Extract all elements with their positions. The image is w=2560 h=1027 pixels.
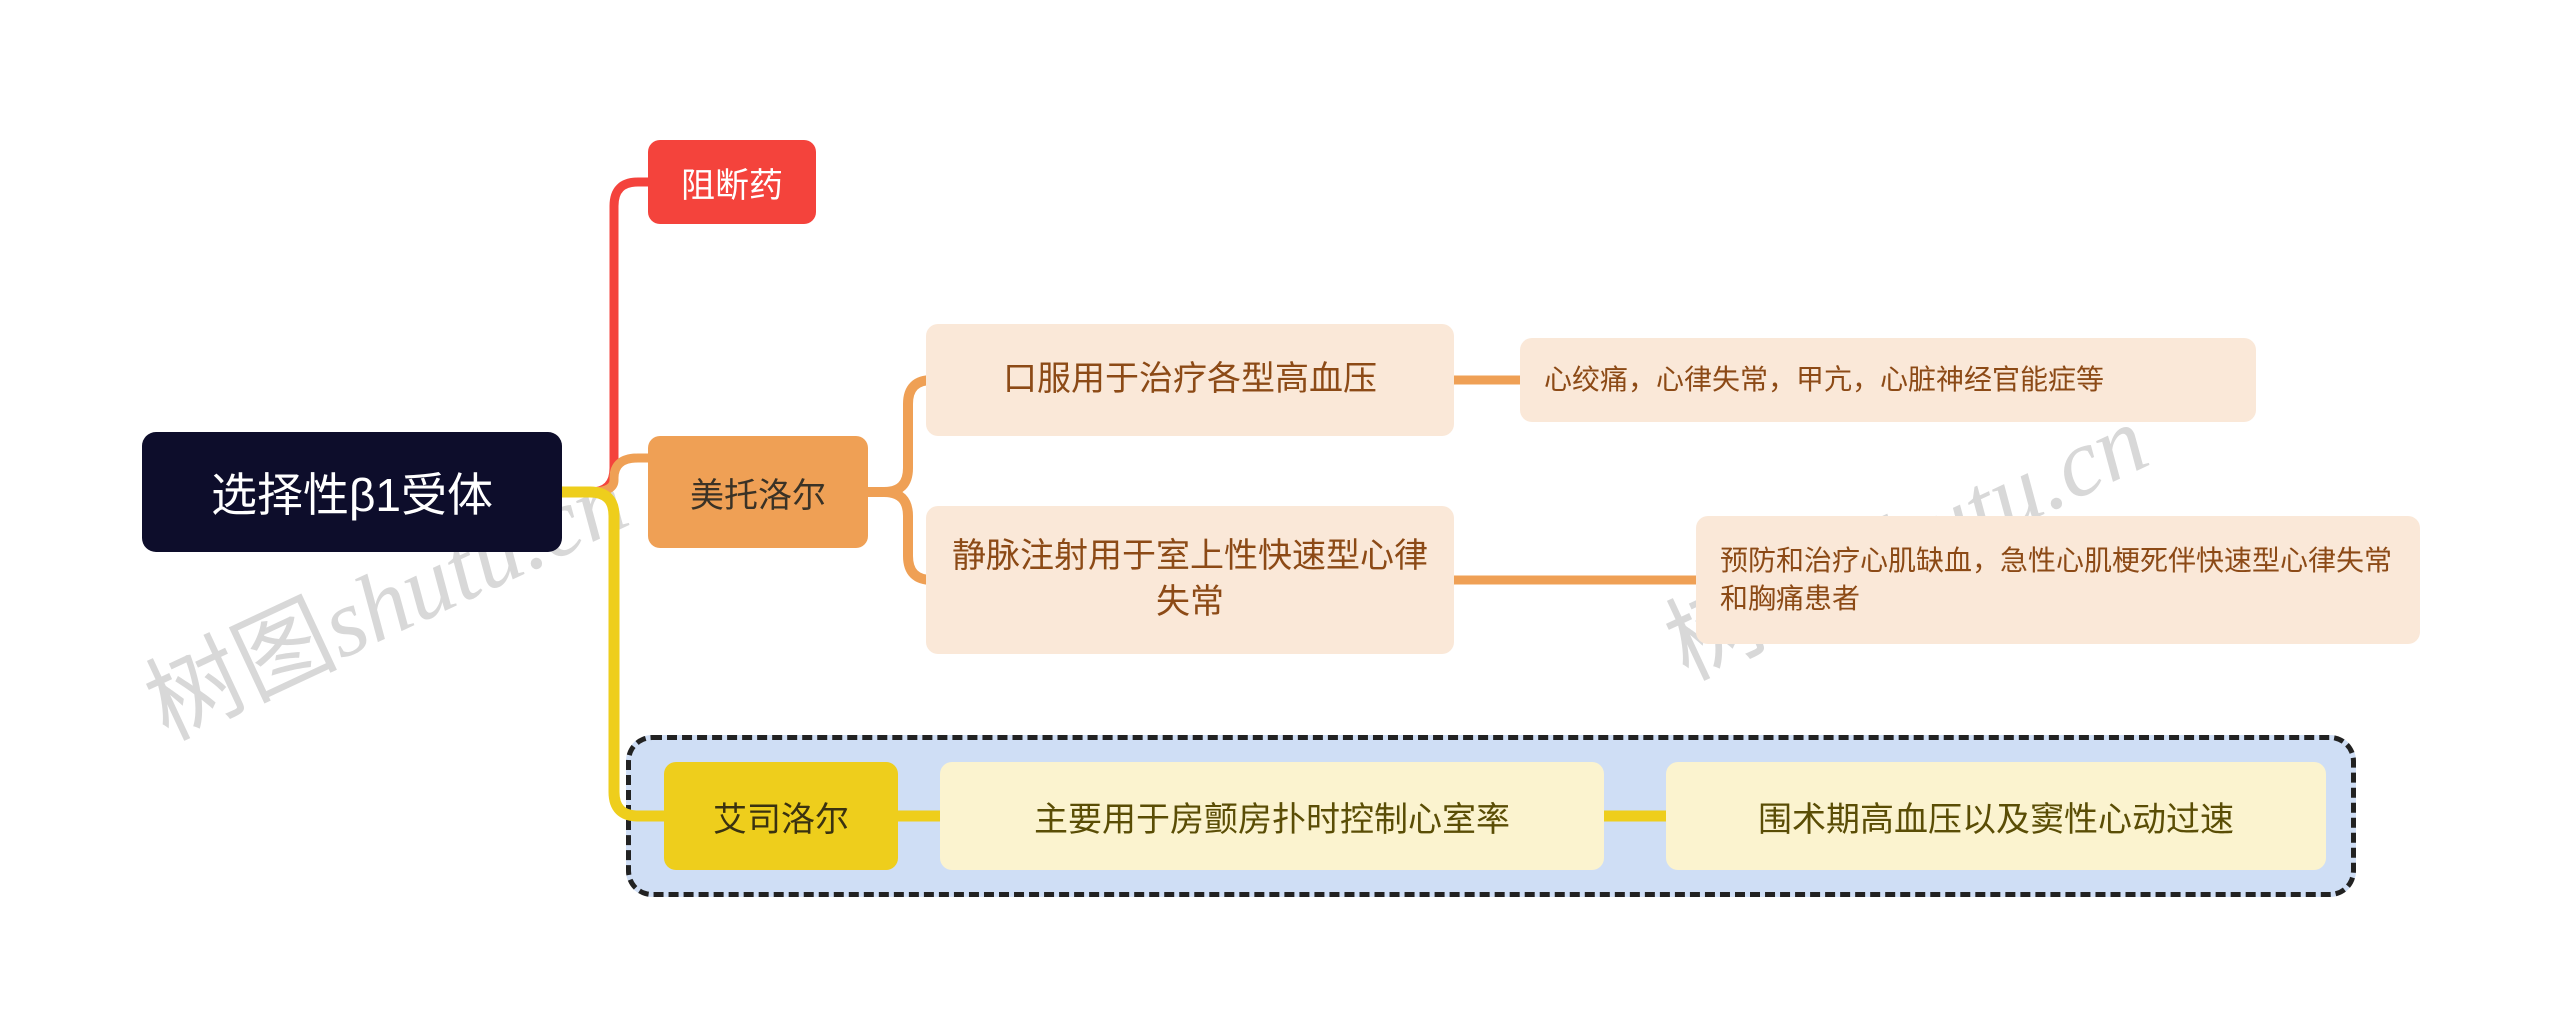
node-esmolol-use-label: 主要用于房颤房扑时控制心室率	[1034, 800, 1510, 839]
node-metoprolol-iv-detail-label: 预防和治疗心肌缺血，急性心肌梗死伴快速型心律失常和胸痛患者	[1720, 545, 2393, 614]
node-metoprolol-label: 美托洛尔	[690, 476, 826, 515]
node-metoprolol-iv-detail[interactable]: 预防和治疗心肌缺血，急性心肌梗死伴快速型心律失常和胸痛患者	[1696, 516, 2420, 644]
node-metoprolol-oral-detail-label: 心绞痛，心律失常，甲亢，心脏神经官能症等	[1544, 364, 2105, 396]
wire-root-to-blocker	[555, 177, 655, 497]
node-esmolol-label: 艾司洛尔	[713, 800, 849, 839]
watermark-cjk-text: 树图	[130, 581, 350, 760]
node-esmolol-use-detail-label: 围术期高血压以及窦性心动过速	[1758, 800, 2234, 839]
root-node-label: 选择性β1受体	[210, 469, 494, 521]
node-metoprolol-oral-detail[interactable]: 心绞痛，心律失常，甲亢，心脏神经官能症等	[1520, 338, 2256, 422]
node-blocker[interactable]: 阻断药	[648, 140, 816, 224]
node-metoprolol[interactable]: 美托洛尔	[648, 436, 868, 548]
node-blocker-label: 阻断药	[681, 166, 783, 205]
root-node[interactable]: 选择性β1受体	[142, 432, 562, 552]
node-esmolol[interactable]: 艾司洛尔	[664, 762, 898, 870]
node-metoprolol-oral-label: 口服用于治疗各型高血压	[1003, 360, 1377, 399]
node-esmolol-use[interactable]: 主要用于房颤房扑时控制心室率	[940, 762, 1604, 870]
node-metoprolol-iv[interactable]: 静脉注射用于室上性快速型心律失常	[926, 506, 1454, 654]
node-esmolol-use-detail[interactable]: 围术期高血压以及窦性心动过速	[1666, 762, 2326, 870]
wire-root-to-metoprolol	[555, 453, 655, 497]
node-metoprolol-iv-label: 静脉注射用于室上性快速型心律失常	[952, 537, 1428, 621]
node-metoprolol-oral[interactable]: 口服用于治疗各型高血压	[926, 324, 1454, 436]
